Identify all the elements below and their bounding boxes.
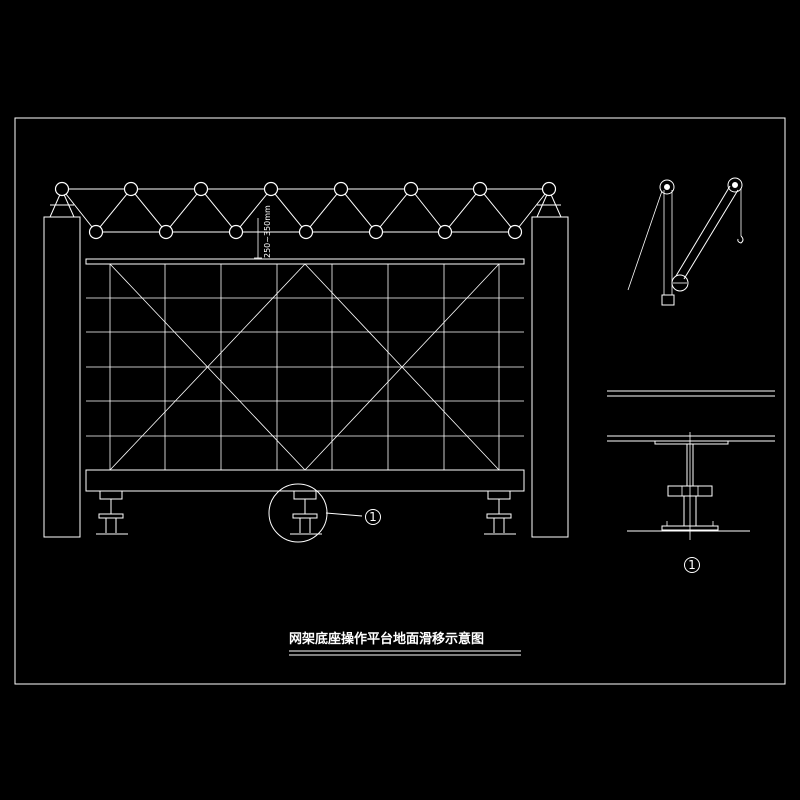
truss-node: [263, 181, 279, 197]
pulley-icon: [659, 179, 675, 195]
platform-top-beam: [85, 258, 525, 265]
truss-node: [193, 181, 209, 197]
hook-icon: [737, 235, 744, 244]
truss-node: [368, 224, 384, 240]
drawing-title: 网架底座操作平台地面滑移示意图: [289, 631, 484, 647]
platform-base-beam: [85, 469, 525, 492]
detail-label-number: 1: [688, 558, 696, 572]
support-jack-left: [96, 490, 128, 535]
dimension-marker: 250~350mm: [254, 205, 272, 259]
space-truss: [54, 181, 557, 240]
truss-node: [507, 224, 523, 240]
support-jack-right: [484, 490, 516, 535]
detail-label: 1: [684, 557, 700, 573]
truss-node: [123, 181, 139, 197]
hoist-sketch: [627, 177, 744, 306]
detail-1-section: 1: [607, 390, 775, 573]
truss-node: [437, 224, 453, 240]
support-jack-middle: [290, 490, 322, 535]
detail-circle: [268, 483, 328, 543]
truss-node: [158, 224, 174, 240]
truss-node: [228, 224, 244, 240]
truss-node: [541, 181, 557, 197]
truss-node: [54, 181, 70, 197]
dimension-label: 250~350mm: [263, 205, 272, 258]
right-column: [531, 216, 569, 538]
truss-node: [88, 224, 104, 240]
truss-node: [403, 181, 419, 197]
drawing-frame: [14, 117, 786, 685]
truss-node: [333, 181, 349, 197]
truss-node: [472, 181, 488, 197]
detail-callout: 1: [365, 509, 381, 525]
pulley-icon: [727, 177, 743, 193]
main-elevation: 250~350mm: [43, 181, 569, 543]
detail-callout-number: 1: [369, 510, 377, 524]
left-column: [43, 216, 81, 538]
drawing-title-block: 网架底座操作平台地面滑移示意图: [289, 631, 521, 656]
truss-node: [298, 224, 314, 240]
pivot-icon: [671, 274, 689, 292]
detail-leader: [325, 512, 363, 517]
scaffold-grid: [86, 263, 524, 471]
